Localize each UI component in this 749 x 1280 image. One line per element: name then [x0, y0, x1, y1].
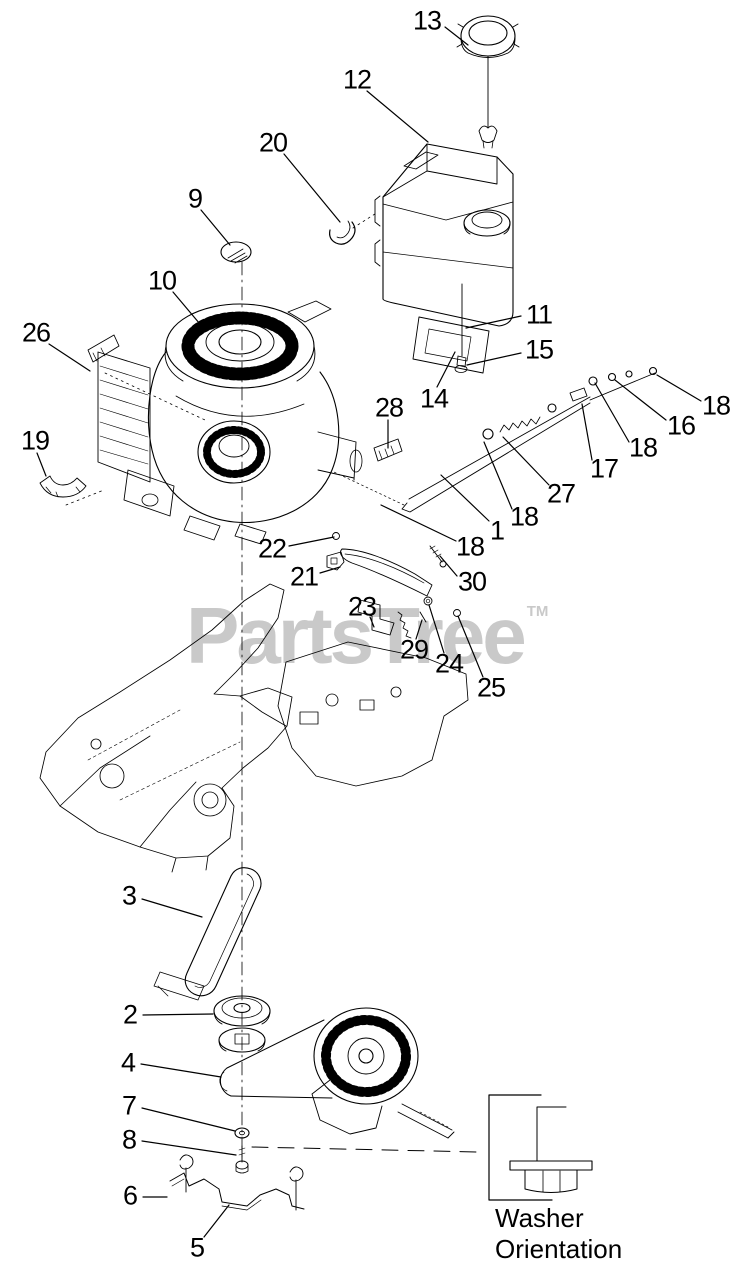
leader-line-18 — [656, 374, 702, 402]
transmission-art — [219, 1007, 455, 1139]
callout-label-18: 18 — [701, 390, 731, 421]
leader-line-3 — [141, 898, 203, 918]
leader-line-9 — [200, 209, 231, 246]
leader-line-13 — [444, 26, 469, 46]
leader-line-2 — [142, 1013, 214, 1016]
leader-line-15 — [466, 352, 522, 366]
callout-label-2: 2 — [122, 999, 138, 1030]
callout-label-24: 24 — [434, 648, 464, 679]
leader-line-26 — [48, 343, 91, 372]
leader-line-29 — [415, 619, 423, 640]
leader-line-19 — [36, 452, 47, 477]
leader-lines — [36, 26, 702, 1238]
tank-bracket-art — [412, 283, 490, 374]
callout-label-9: 9 — [187, 183, 203, 214]
leader-line-23 — [369, 616, 375, 628]
leader-line-1 — [440, 474, 490, 522]
washer-orientation-line2: Orientation — [495, 1234, 623, 1265]
leader-line-22 — [288, 536, 335, 547]
fuel-cap-art — [456, 15, 520, 149]
washer-orientation-line1: Washer — [495, 1203, 584, 1233]
callout-label-27: 27 — [546, 478, 576, 509]
fuel-tank-art — [374, 143, 514, 327]
belt-guide-art — [169, 1154, 305, 1211]
callout-label-12: 12 — [342, 64, 372, 95]
callout-label-11: 11 — [525, 299, 553, 330]
leader-line-14 — [436, 351, 456, 388]
watermark-text: PartsTree — [186, 591, 527, 680]
watermark-tm: TM — [526, 603, 549, 620]
leader-line-18 — [483, 441, 513, 510]
decal-28-art — [373, 438, 403, 462]
washer-orientation-art — [488, 1094, 593, 1201]
leader-line-4 — [140, 1063, 222, 1078]
callout-label-7: 7 — [121, 1090, 137, 1121]
callout-label-25: 25 — [476, 672, 506, 703]
callout-label-28: 28 — [374, 392, 404, 423]
callout-label-4: 4 — [120, 1047, 136, 1078]
callout-label-15: 15 — [524, 334, 554, 365]
leader-line-25 — [457, 615, 484, 678]
callout-label-10: 10 — [147, 265, 177, 296]
engine-art — [97, 300, 363, 545]
pulley-2-art — [213, 995, 271, 1053]
leader-line-12 — [366, 90, 429, 143]
callout-label-8: 8 — [121, 1124, 137, 1155]
callout-label-30: 30 — [457, 566, 487, 597]
leader-line-17 — [581, 403, 593, 461]
washer-orientation-label: Washer Orientation — [495, 1203, 622, 1265]
belt-3-art — [153, 867, 262, 1001]
callout-label-26: 26 — [21, 317, 51, 348]
leader-line-11 — [465, 315, 522, 329]
callout-label-6: 6 — [122, 1180, 138, 1211]
idler-arm-art — [326, 532, 447, 597]
leader-line-27 — [502, 436, 550, 486]
callout-label-13: 13 — [412, 5, 442, 36]
callout-label-21: 21 — [289, 561, 319, 592]
spring-bracket-art — [357, 596, 461, 639]
hook-20-art — [329, 211, 379, 245]
control-rod-art — [333, 366, 658, 513]
callout-label-19: 19 — [20, 425, 50, 456]
leader-line-18 — [380, 504, 457, 542]
callout-label-22: 22 — [257, 533, 287, 564]
decal-26-art — [87, 334, 206, 421]
chassis-art — [39, 583, 469, 873]
callout-label-18: 18 — [455, 531, 485, 562]
leader-line-16 — [614, 379, 667, 421]
leader-line-10 — [172, 291, 206, 331]
washer-reference-line — [251, 1146, 479, 1153]
leader-line-7 — [141, 1107, 236, 1132]
leader-line-30 — [439, 555, 458, 577]
callout-label-18: 18 — [509, 501, 539, 532]
callout-label-17: 17 — [589, 453, 619, 484]
callout-label-23: 23 — [347, 591, 377, 622]
leader-line-24 — [428, 604, 445, 654]
watermark: PartsTree TM — [186, 596, 548, 676]
leader-line-5 — [203, 1204, 230, 1238]
leader-line-20 — [283, 153, 341, 223]
callout-label-1: 1 — [489, 515, 505, 546]
callout-label-5: 5 — [189, 1232, 205, 1263]
washer-bolt-art — [234, 1127, 250, 1174]
callout-label-20: 20 — [258, 127, 288, 158]
callout-label-16: 16 — [666, 410, 696, 441]
leader-line-21 — [319, 566, 341, 574]
leader-line-18 — [594, 382, 630, 443]
clip-19-art — [39, 475, 105, 506]
leader-line-8 — [141, 1140, 237, 1156]
callout-label-29: 29 — [399, 634, 429, 665]
screw-9-art — [220, 241, 252, 264]
callout-label-14: 14 — [419, 383, 449, 414]
callout-label-3: 3 — [121, 880, 137, 911]
callout-label-18: 18 — [628, 432, 658, 463]
